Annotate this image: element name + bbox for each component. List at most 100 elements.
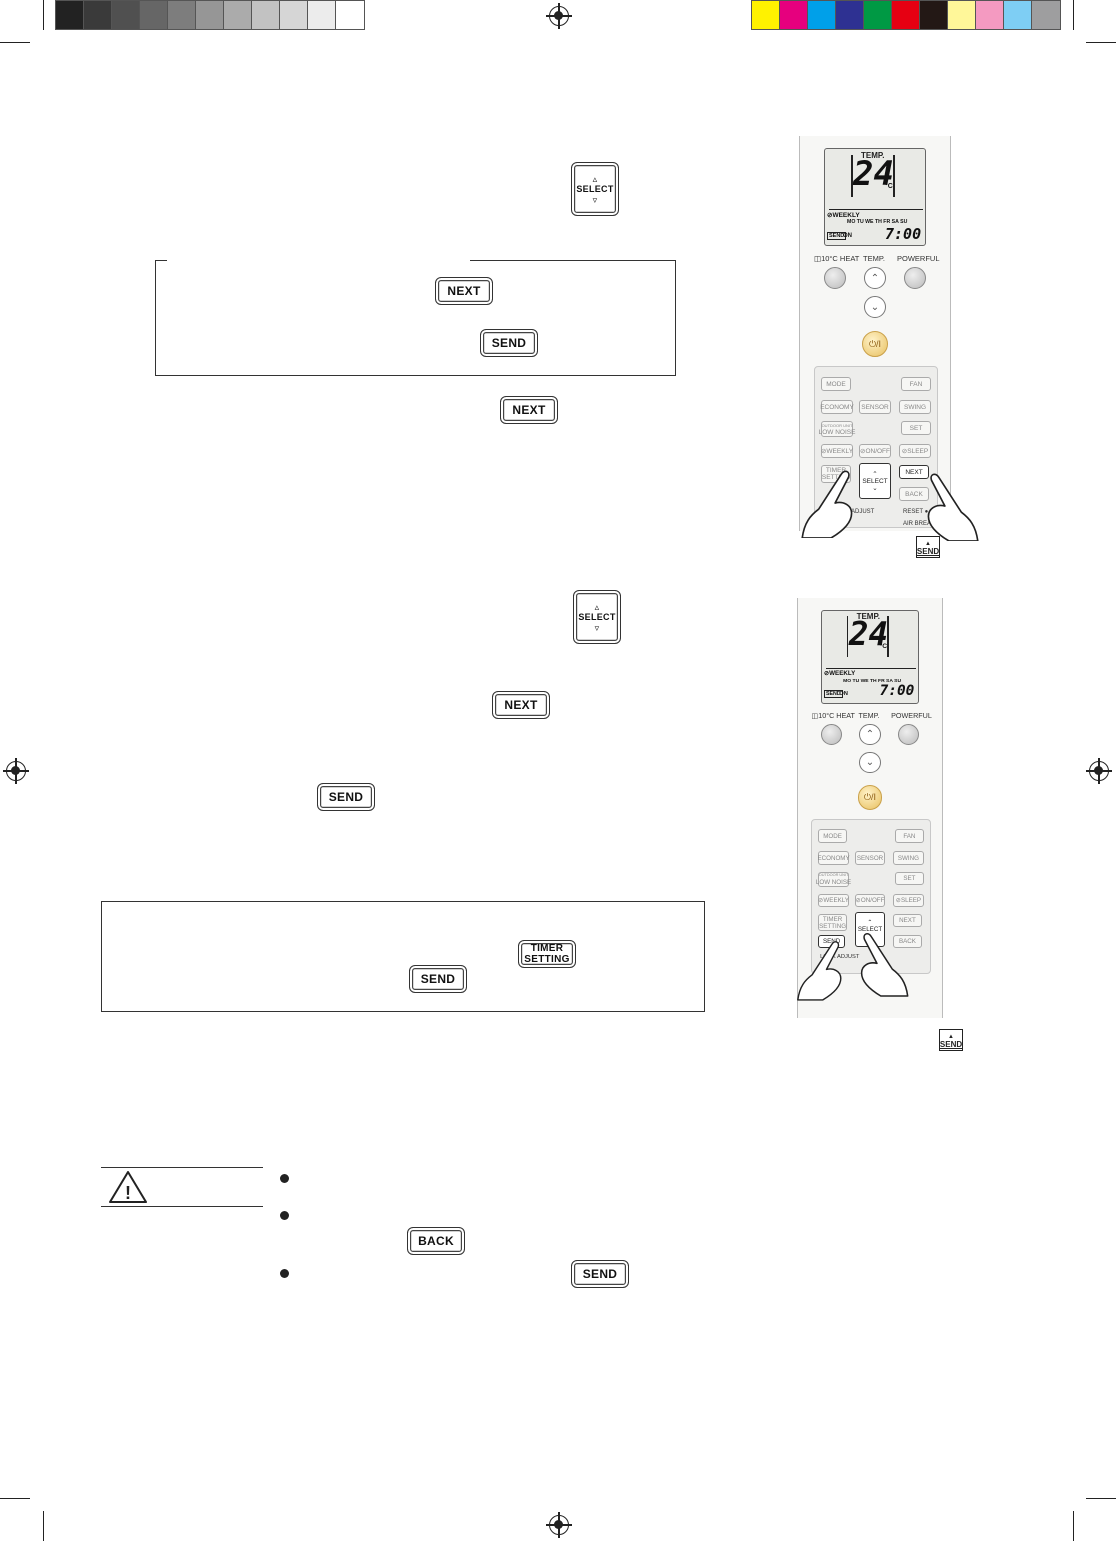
send-indicator-icon: ▲ SEND <box>939 1029 963 1051</box>
send-key: SEND <box>571 1260 629 1288</box>
timer-label: TIMER <box>822 915 843 923</box>
back-button: BACK <box>893 934 922 949</box>
setting-label: SETTING <box>821 474 851 481</box>
timer-setting-key: TIMER SETTING <box>518 940 576 968</box>
lcd-temperature: 24 <box>848 615 889 654</box>
hand-icon <box>927 473 979 541</box>
mode-button: MODE <box>821 377 851 391</box>
heat-10-button <box>821 723 843 745</box>
label-temp: TEMP. <box>863 254 885 263</box>
lcd-divider <box>829 209 923 211</box>
note-box-1 <box>155 260 676 376</box>
swing-button: SWING <box>899 400 931 414</box>
select-down-icon: ⌄ <box>872 484 878 492</box>
lcd-weekly: ⊘WEEKLY <box>827 212 860 219</box>
set-button: SET <box>901 421 931 435</box>
low-noise-label: LOW NOISE <box>815 879 852 887</box>
fan-button: FAN <box>894 829 924 843</box>
lcd-time: 7:00 <box>885 225 922 243</box>
select-up-icon: ⌃ <box>867 918 873 926</box>
next-key: NEXT <box>492 691 550 719</box>
gray-swatch <box>224 1 252 29</box>
lcd-days: MO TU WE TH FR SA SU <box>847 219 908 225</box>
power-button: ⏻/I <box>857 785 883 811</box>
note-box-1-top <box>155 260 167 262</box>
color-swatch <box>1032 1 1060 29</box>
crop-mark <box>0 42 30 43</box>
sleep-button: ⊘SLEEP <box>893 893 924 908</box>
gray-swatch <box>112 1 140 29</box>
color-swatch <box>892 1 920 29</box>
sensor-button: SENSOR <box>854 851 886 865</box>
powerful-button <box>904 267 926 289</box>
next-key: NEXT <box>500 396 558 424</box>
lcd-temperature: 24 <box>853 154 894 194</box>
temp-down-button: ⌄ <box>859 751 881 773</box>
gray-swatch <box>196 1 224 29</box>
gray-scale-bar <box>55 0 365 30</box>
color-bar <box>751 0 1061 30</box>
lcd-unit: °C <box>879 643 888 651</box>
send-indicator-icon: ▲ SEND <box>916 536 940 558</box>
setting-label: SETTING <box>819 922 847 930</box>
outdoor-label: OUTDOOR UNIT <box>821 423 853 428</box>
lcd-temp-label: TEMP. <box>861 151 885 160</box>
sensor-button: SENSOR <box>859 400 891 414</box>
crop-mark <box>1073 1511 1074 1541</box>
note-box-2 <box>101 901 705 1012</box>
label-temp: TEMP. <box>858 711 880 721</box>
next-key: NEXT <box>435 277 493 305</box>
color-swatch <box>1004 1 1032 29</box>
bullet <box>280 1174 289 1183</box>
heat-10-button <box>824 267 846 289</box>
next-button: NEXT <box>893 913 922 928</box>
adjust-label: ADJUST <box>851 509 875 515</box>
powerful-button <box>897 723 919 745</box>
crop-mark <box>1073 0 1074 30</box>
lcd-unit: °C <box>885 183 893 190</box>
lcd-divider <box>825 668 917 670</box>
note-box-1-top <box>470 260 676 262</box>
svg-text:!: ! <box>125 1183 131 1203</box>
lcd-divider <box>887 616 889 657</box>
send-key: SEND <box>409 965 467 993</box>
gray-swatch <box>308 1 336 29</box>
next-button: NEXT <box>899 465 929 479</box>
select-up-icon: ⌃ <box>872 470 878 478</box>
low-noise-label: LOW NOISE <box>818 429 856 436</box>
registration-mark-top <box>546 3 572 29</box>
color-swatch <box>948 1 976 29</box>
caution-rule-top <box>101 1167 263 1169</box>
temp-down-button: ⌄ <box>864 296 886 318</box>
send-key: SEND <box>317 783 375 811</box>
lcd-on: ON <box>839 691 848 698</box>
gray-swatch <box>56 1 84 29</box>
onoff-button: ⊘ON/OFF <box>859 444 891 458</box>
label-10-heat: ◫10°C HEAT <box>814 254 860 263</box>
select-label: SELECT <box>857 925 883 933</box>
label-10-heat: ◫10°C HEAT <box>811 711 855 721</box>
weekly-button: ⊘WEEKLY <box>821 444 853 458</box>
caution-rule-bottom <box>101 1206 263 1208</box>
select-button: ⌃SELECT⌄ <box>859 463 891 499</box>
crop-mark <box>1086 42 1116 43</box>
bullet <box>280 1269 289 1278</box>
registration-mark-bottom <box>546 1512 572 1538</box>
temp-up-button: ⌃ <box>859 723 881 745</box>
fan-button: FAN <box>901 377 931 391</box>
color-swatch <box>836 1 864 29</box>
economy-button: ECONOMY <box>820 400 854 414</box>
sleep-button: ⊘SLEEP <box>899 444 931 458</box>
air-breeze-label: AIR BREAZE <box>903 521 939 527</box>
gray-swatch <box>84 1 112 29</box>
hand-icon <box>801 470 853 538</box>
label-powerful: POWERFUL <box>897 254 940 263</box>
hand-icon <box>860 933 909 998</box>
registration-mark-left <box>3 758 29 784</box>
crop-mark <box>43 0 44 30</box>
